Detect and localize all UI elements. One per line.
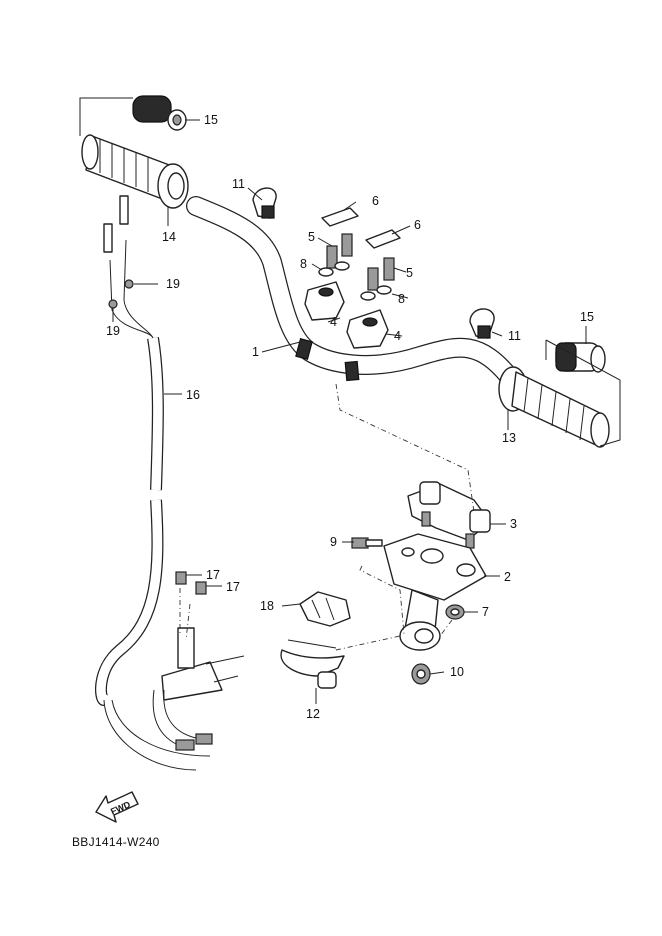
callout-14: 14 (162, 230, 176, 244)
callout-16: 16 (186, 388, 200, 402)
callout-18: 18 (260, 599, 274, 613)
left-end-weight (132, 95, 187, 131)
callout-4-left: 4 (330, 315, 337, 329)
callout-11-right: 11 (508, 329, 521, 343)
callout-3: 3 (510, 517, 517, 531)
bolt-covers (321, 207, 401, 249)
screws-19 (108, 279, 134, 309)
throttle-cable (95, 195, 211, 771)
cable-guide-12 (280, 639, 345, 689)
callout-9: 9 (330, 535, 337, 549)
callout-17-lower: 17 (226, 580, 240, 594)
fwd-arrow-icon: FWD (95, 791, 139, 823)
nut-10 (411, 663, 431, 685)
callout-19-lower: 19 (106, 324, 120, 338)
upper-holder-left (304, 281, 345, 321)
callout-6-right: 6 (414, 218, 421, 232)
cable-clamp-left (252, 187, 277, 219)
upper-bracket (383, 533, 487, 651)
bolt-9 (351, 537, 383, 549)
callout-8-left: 8 (300, 257, 307, 271)
callout-15-right: 15 (580, 310, 594, 324)
callout-6-left: 6 (372, 194, 379, 208)
callout-2: 2 (504, 570, 511, 584)
callout-4-right: 4 (394, 329, 401, 343)
callout-11-left: 11 (232, 177, 245, 191)
holder-washers (318, 261, 392, 301)
callout-19-upper: 19 (166, 277, 180, 291)
cable-holder-18 (299, 591, 351, 627)
callout-13: 13 (502, 431, 516, 445)
nut-7 (445, 604, 465, 620)
callout-15-left: 15 (204, 113, 218, 127)
handlebar (186, 196, 522, 390)
callout-17-upper: 17 (206, 568, 220, 582)
screws-17 (175, 571, 207, 595)
left-grip (81, 134, 189, 209)
right-grip (498, 366, 610, 448)
upper-holder-right (346, 309, 389, 349)
callout-5-right: 5 (406, 266, 413, 280)
callout-12: 12 (306, 707, 320, 721)
cable-clamp-right (469, 308, 495, 339)
callout-1: 1 (252, 345, 259, 359)
diagram-code: BBJ1414-W240 (72, 835, 160, 849)
callout-5-left: 5 (308, 230, 315, 244)
callout-10: 10 (450, 665, 464, 679)
callout-8-right: 8 (398, 292, 405, 306)
lower-holders (407, 481, 491, 549)
callout-7: 7 (482, 605, 489, 619)
cable-fitting-lower (152, 627, 245, 751)
